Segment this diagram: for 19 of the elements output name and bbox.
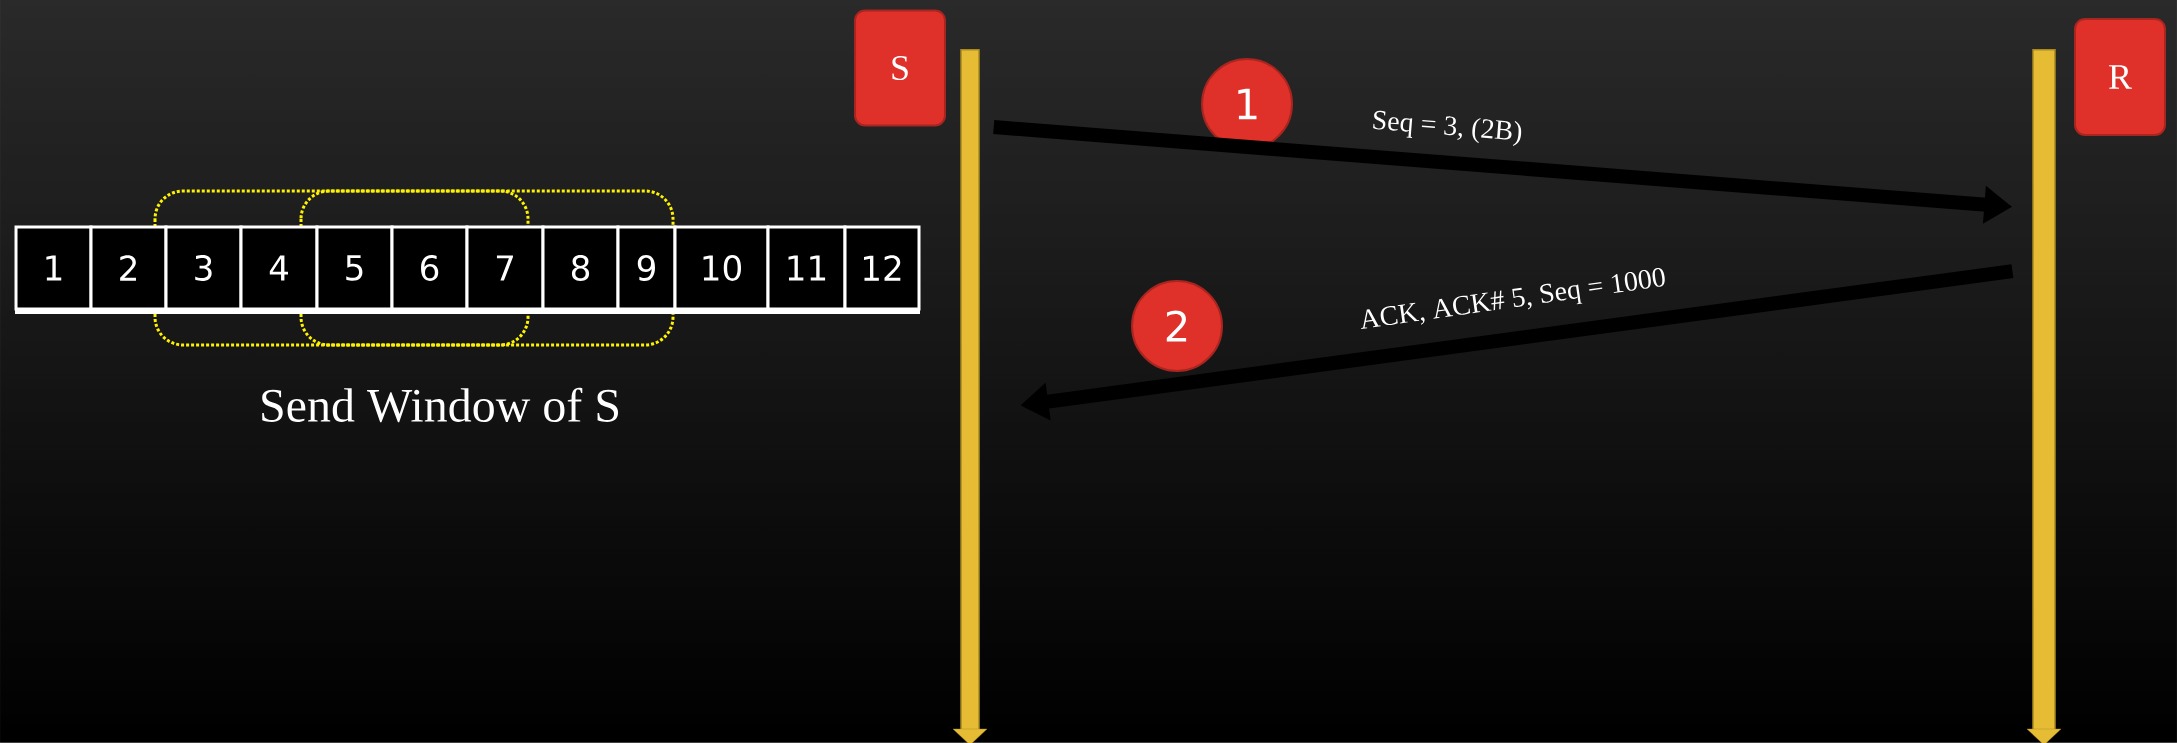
cell: 11 — [766, 225, 847, 311]
actor-box: S — [854, 9, 946, 127]
cell: 10 — [673, 225, 770, 311]
cell: 6 — [390, 225, 469, 311]
actor-box: R — [2074, 18, 2166, 136]
cell: 1 — [14, 225, 93, 311]
cell: 5 — [315, 225, 394, 311]
cell: 2 — [89, 225, 168, 311]
cell: 3 — [164, 225, 243, 311]
cell: 7 — [465, 225, 545, 311]
cell: 8 — [541, 225, 620, 311]
timeline-arrow — [2026, 49, 2062, 743]
cell: 12 — [843, 225, 921, 311]
caption-text: Send Window of S — [262, 387, 619, 423]
edge-label: Seq = 3, (2B) — [1373, 110, 1522, 147]
edge-label: ACK, ACK# 5, Seq = 1000 — [1361, 268, 1665, 329]
cell: 4 — [239, 225, 319, 311]
cell: 9 — [616, 225, 677, 311]
timeline-arrow — [952, 49, 988, 743]
